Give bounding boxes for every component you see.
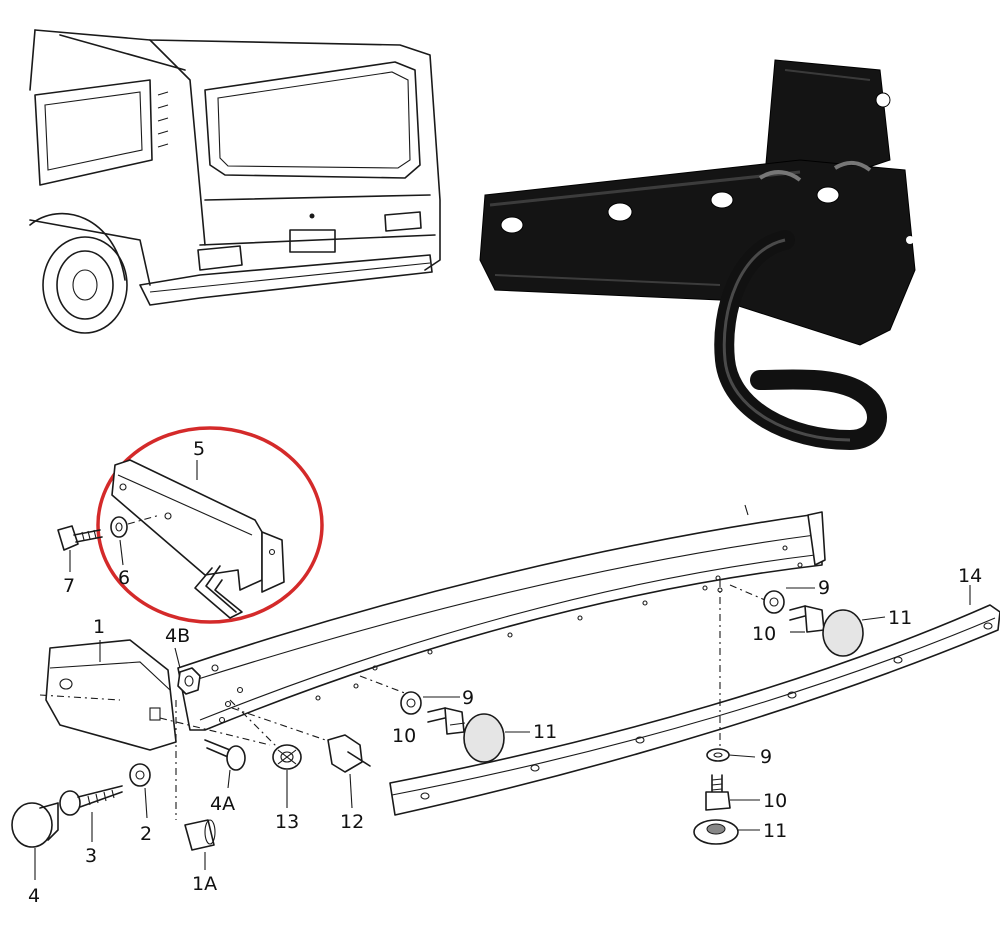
label-10-bottom: 10 (763, 790, 787, 812)
label-11-bottom: 11 (763, 820, 787, 842)
label-3: 3 (85, 845, 97, 867)
label-2: 2 (140, 823, 152, 845)
nut-4B-drawing (177, 667, 201, 695)
washer-9-bottom-drawing (706, 748, 730, 762)
label-6: 6 (118, 567, 130, 589)
clip-13-drawing (272, 744, 302, 770)
label-11-mid: 11 (533, 721, 557, 743)
label-10-right: 10 (752, 623, 776, 645)
label-12: 12 (340, 811, 364, 833)
leader-lines (34, 460, 971, 880)
van-rear-illustration (29, 29, 441, 334)
bracket-photo (479, 59, 916, 451)
bolt-10-bottom-drawing (705, 774, 731, 811)
label-9-mid: 9 (462, 687, 474, 709)
label-9-right: 9 (818, 577, 830, 599)
clip-12-drawing (327, 734, 371, 773)
highlight-circle (96, 426, 324, 624)
end-cap-drawing (45, 639, 177, 751)
nut-11-bottom-drawing (693, 819, 739, 845)
cap-11-mid-drawing (463, 713, 505, 763)
label-1A: 1A (192, 873, 217, 895)
label-9-bottom: 9 (760, 746, 772, 768)
callout-labels: 5 7 6 1 4B 2 3 4 1A 4A 13 12 9 10 11 9 1… (28, 438, 982, 907)
bolt-10-mid-drawing (427, 707, 465, 735)
label-14: 14 (958, 565, 982, 587)
label-1: 1 (93, 616, 105, 638)
screw-3-drawing (59, 785, 123, 816)
rubber-strip-drawing (389, 604, 1000, 816)
label-4B: 4B (165, 625, 190, 647)
bumper-bar-drawing (177, 504, 826, 731)
cap-4-drawing (11, 802, 59, 848)
screw-4A-drawing (204, 739, 246, 771)
cap-11-right-drawing (822, 609, 864, 657)
label-4: 4 (28, 885, 40, 907)
plug-1A-drawing (184, 819, 216, 851)
label-4A: 4A (210, 793, 235, 815)
washer-9-mid-drawing (400, 691, 422, 715)
bracket-line-drawing (111, 459, 285, 619)
label-11-right: 11 (888, 607, 912, 629)
bolt-7-drawing (57, 525, 103, 551)
label-13: 13 (275, 811, 299, 833)
label-5: 5 (193, 438, 205, 460)
washer-9-right-drawing (763, 590, 785, 614)
washer-2-drawing (129, 763, 151, 787)
label-7: 7 (63, 575, 75, 597)
bolt-10-right-drawing (789, 605, 825, 633)
label-10-mid: 10 (392, 725, 416, 747)
washer-6-drawing (110, 514, 161, 538)
